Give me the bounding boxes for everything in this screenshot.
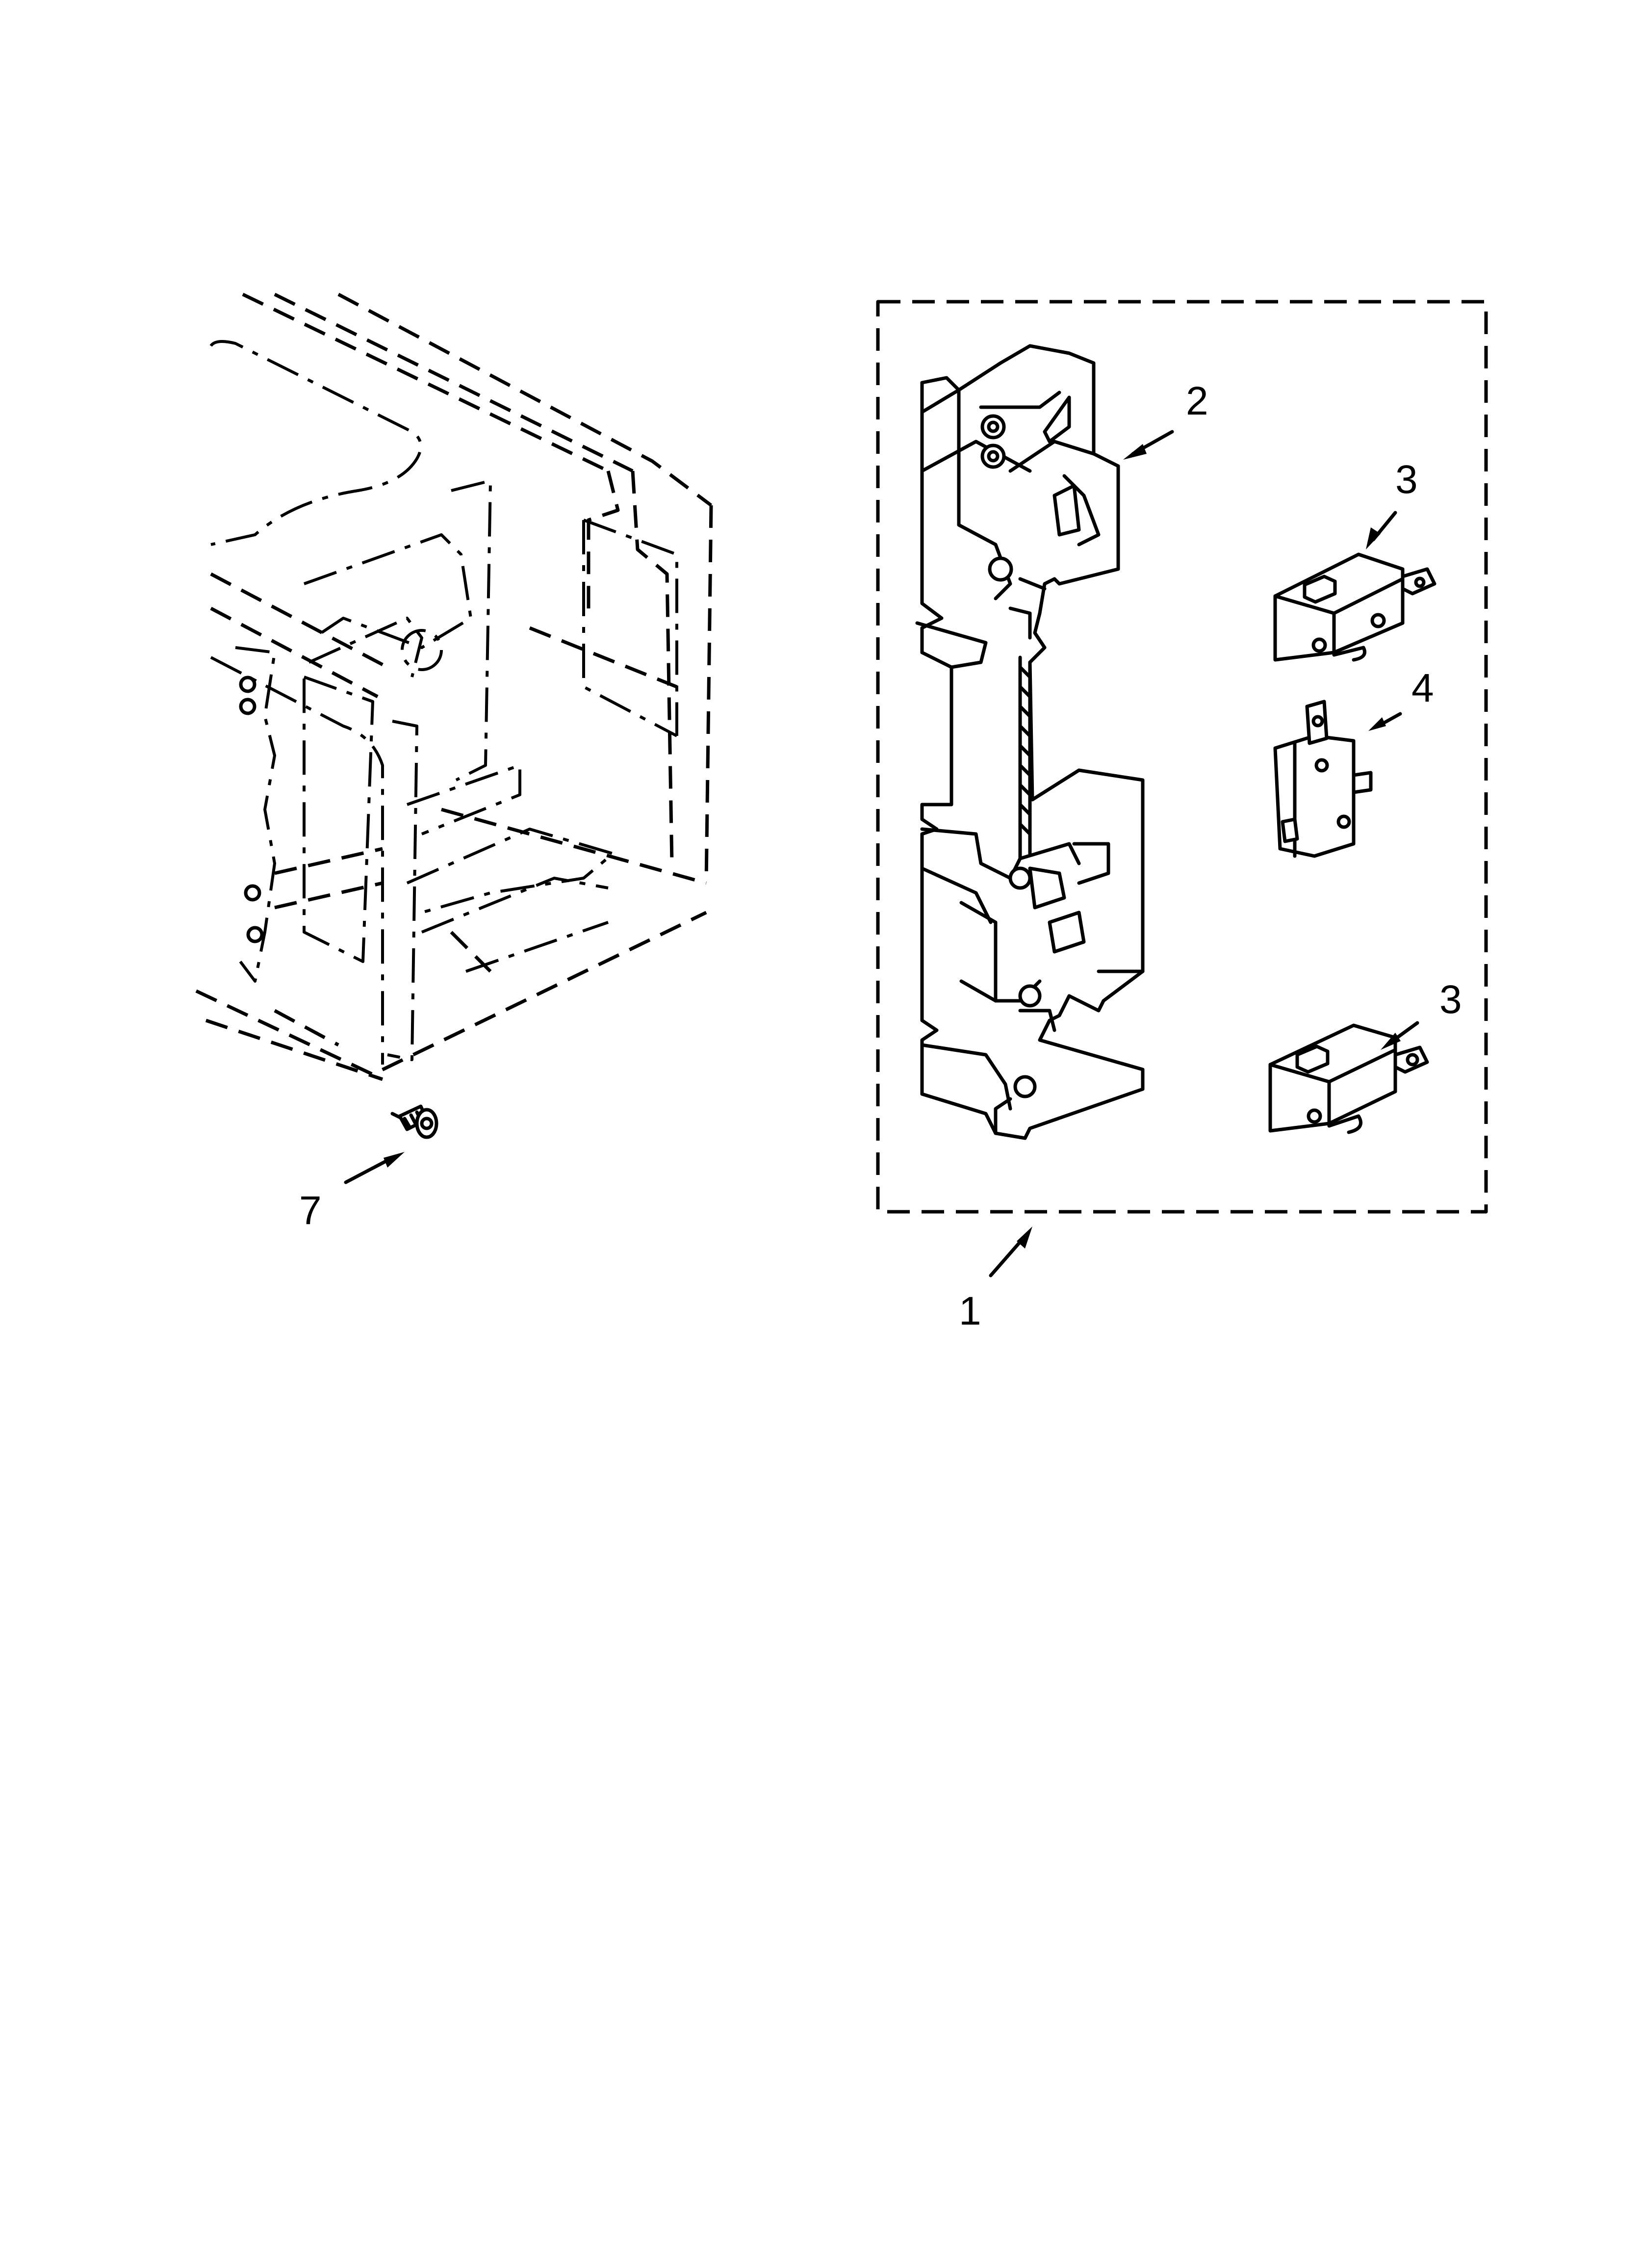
micro-switch-lower-part-3 — [1268, 1023, 1429, 1134]
callout-number-2: 2 — [1186, 379, 1208, 423]
screw-part-7 — [390, 1104, 438, 1139]
leader-lines — [344, 430, 1419, 1277]
kit-boundary-box — [876, 300, 1488, 1214]
latch-board-part-2 — [915, 344, 1145, 1140]
callout-number-4: 4 — [1411, 666, 1434, 710]
callout-number-3-lower: 3 — [1439, 977, 1462, 1022]
micro-switch-upper-part-3 — [1273, 552, 1437, 662]
callout-number-3-upper: 3 — [1395, 457, 1418, 502]
monitor-switch-part-4 — [1273, 700, 1373, 858]
microwave-cabinet-outline — [195, 292, 713, 1081]
callout-number-1: 1 — [959, 1289, 981, 1333]
callout-number-7: 7 — [299, 1188, 322, 1233]
